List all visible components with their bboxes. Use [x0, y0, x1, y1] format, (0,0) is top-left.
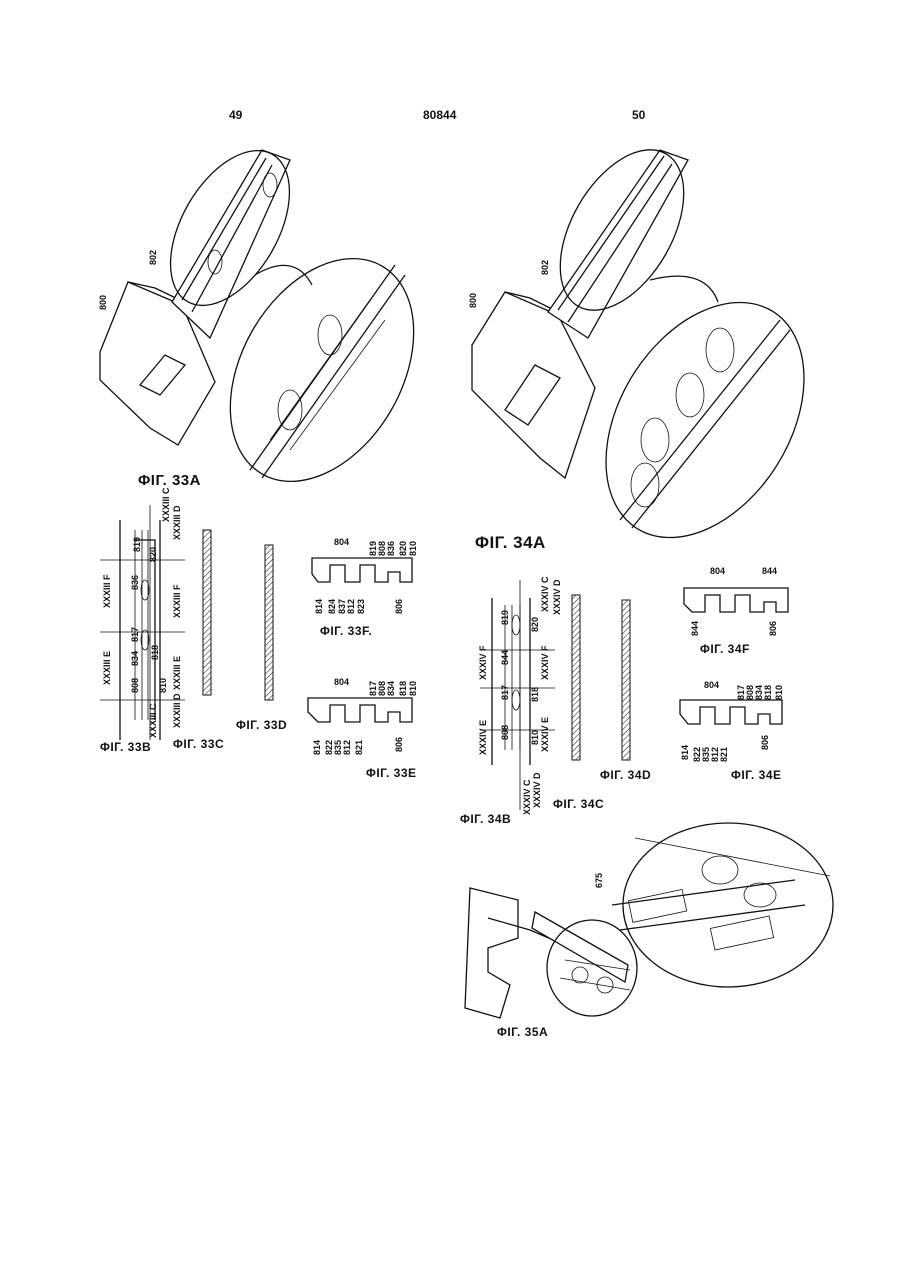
ref-802-33a: 802 [148, 250, 158, 265]
ref-675-35a: 675 [594, 873, 604, 888]
ref-820-33f: 820 [398, 541, 408, 556]
ref-810-33e: 810 [408, 681, 418, 696]
caption-fig-33f: ΦIГ. 33F. [320, 624, 372, 638]
ref-844-34b: 844 [500, 650, 510, 665]
ref-844-34f-top: 844 [762, 566, 777, 576]
fig-33c-strip [203, 530, 211, 695]
section-34d-bottom: XXXIV D [532, 772, 542, 808]
ref-824-33f: 824 [327, 599, 337, 614]
section-33e-right: XXXIII E [172, 656, 182, 690]
section-33f-right: XXXIII F [172, 584, 182, 618]
ref-818-34b: 818 [530, 687, 540, 702]
ref-806-34e: 806 [760, 735, 770, 750]
ref-808-33b: 808 [130, 678, 140, 693]
ref-819-33b: 819 [132, 537, 142, 552]
caption-fig-34b: ΦIГ. 34B [460, 812, 511, 826]
ref-810-33b: 810 [158, 678, 168, 693]
ref-844-34f-bottom: 844 [690, 621, 700, 636]
ref-819-34b: 819 [500, 610, 510, 625]
ref-814-33f: 814 [314, 599, 324, 614]
ref-820-33b: 820 [148, 547, 158, 562]
section-33c-top: XXXIII C [161, 487, 171, 522]
ref-804-33e: 804 [334, 677, 349, 687]
ref-806-33e: 806 [394, 737, 404, 752]
ref-817-33b: 817 [130, 627, 140, 642]
ref-834-33b: 834 [130, 651, 140, 666]
fig-34b-drawing [480, 580, 555, 810]
ref-802-34a: 802 [540, 260, 550, 275]
section-34f-left: XXXIV F [478, 645, 488, 680]
ref-810-34b: 810 [530, 730, 540, 745]
section-33d-bottom: XXXIII D [172, 693, 182, 728]
ref-836-33f: 836 [386, 541, 396, 556]
fig-35a-drawing [465, 823, 833, 1018]
section-33f-left: XXXIII F [102, 574, 112, 608]
ref-814-34e: 814 [680, 745, 690, 760]
caption-fig-35a: ΦIГ. 35A [497, 1025, 548, 1039]
fig-33d-strip [265, 545, 273, 700]
fig-33a-drawing [100, 130, 451, 514]
fig-34c-strip [572, 595, 580, 760]
ref-818-34e: 818 [763, 685, 773, 700]
ref-821-34e: 821 [719, 747, 729, 762]
caption-fig-33e: ΦIГ. 33E [366, 766, 417, 780]
section-34c-bottom: XXXIV C [522, 779, 532, 815]
ref-834-33e: 834 [386, 681, 396, 696]
section-33c-bottom: XXXIII C [148, 703, 158, 738]
caption-fig-34e: ΦIГ. 34E [731, 768, 782, 782]
caption-fig-33b: ΦIГ. 33B [100, 740, 151, 754]
caption-fig-33d: ΦIГ. 33D [236, 718, 287, 732]
ref-812-33e: 812 [342, 740, 352, 755]
fig-33e-profile [308, 698, 412, 722]
caption-fig-34c: ΦIГ. 34C [553, 797, 604, 811]
ref-836-33b: 836 [130, 575, 140, 590]
fig-33f-profile [312, 558, 412, 582]
section-34f-right: XXXIV F [540, 645, 550, 680]
ref-806-34f: 806 [768, 621, 778, 636]
ref-804-34f: 804 [710, 566, 725, 576]
ref-820-34b: 820 [530, 617, 540, 632]
ref-818-33b: 818 [150, 645, 160, 660]
caption-fig-33c: ΦIГ. 33C [173, 737, 224, 751]
ref-821-33e: 821 [354, 740, 364, 755]
section-34e-left: XXXIV E [478, 720, 488, 755]
ref-817-34b: 817 [500, 685, 510, 700]
section-34d-top: XXXIV D [552, 579, 562, 615]
section-34c-top: XXXIV C [540, 576, 550, 612]
ref-810-33f: 810 [408, 541, 418, 556]
fig-34e-profile [680, 700, 782, 724]
ref-808-34b: 808 [500, 725, 510, 740]
fig-34a-drawing [472, 129, 845, 574]
ref-818-33e: 818 [398, 681, 408, 696]
section-33d-top: XXXIII D [172, 505, 182, 540]
ref-804-33f: 804 [334, 537, 349, 547]
ref-800-33a: 800 [98, 295, 108, 310]
ref-800-34a: 800 [468, 293, 478, 308]
caption-fig-33a: ΦIГ. 33A [138, 472, 201, 489]
ref-806-33f: 806 [394, 599, 404, 614]
ref-804-34e: 804 [704, 680, 719, 690]
section-34e-right: XXXIV E [540, 717, 550, 752]
caption-fig-34f: ΦIГ. 34F [700, 642, 750, 656]
ref-814-33e: 814 [312, 740, 322, 755]
ref-812-33f: 812 [346, 599, 356, 614]
fig-34d-strip [622, 600, 630, 760]
caption-fig-34a: ΦIГ. 34A [475, 533, 546, 553]
section-33e-left: XXXIII E [102, 651, 112, 685]
fig-34f-profile [684, 588, 788, 612]
caption-fig-34d: ΦIГ. 34D [600, 768, 651, 782]
ref-810-34e: 810 [774, 685, 784, 700]
ref-823-33f: 823 [356, 599, 366, 614]
